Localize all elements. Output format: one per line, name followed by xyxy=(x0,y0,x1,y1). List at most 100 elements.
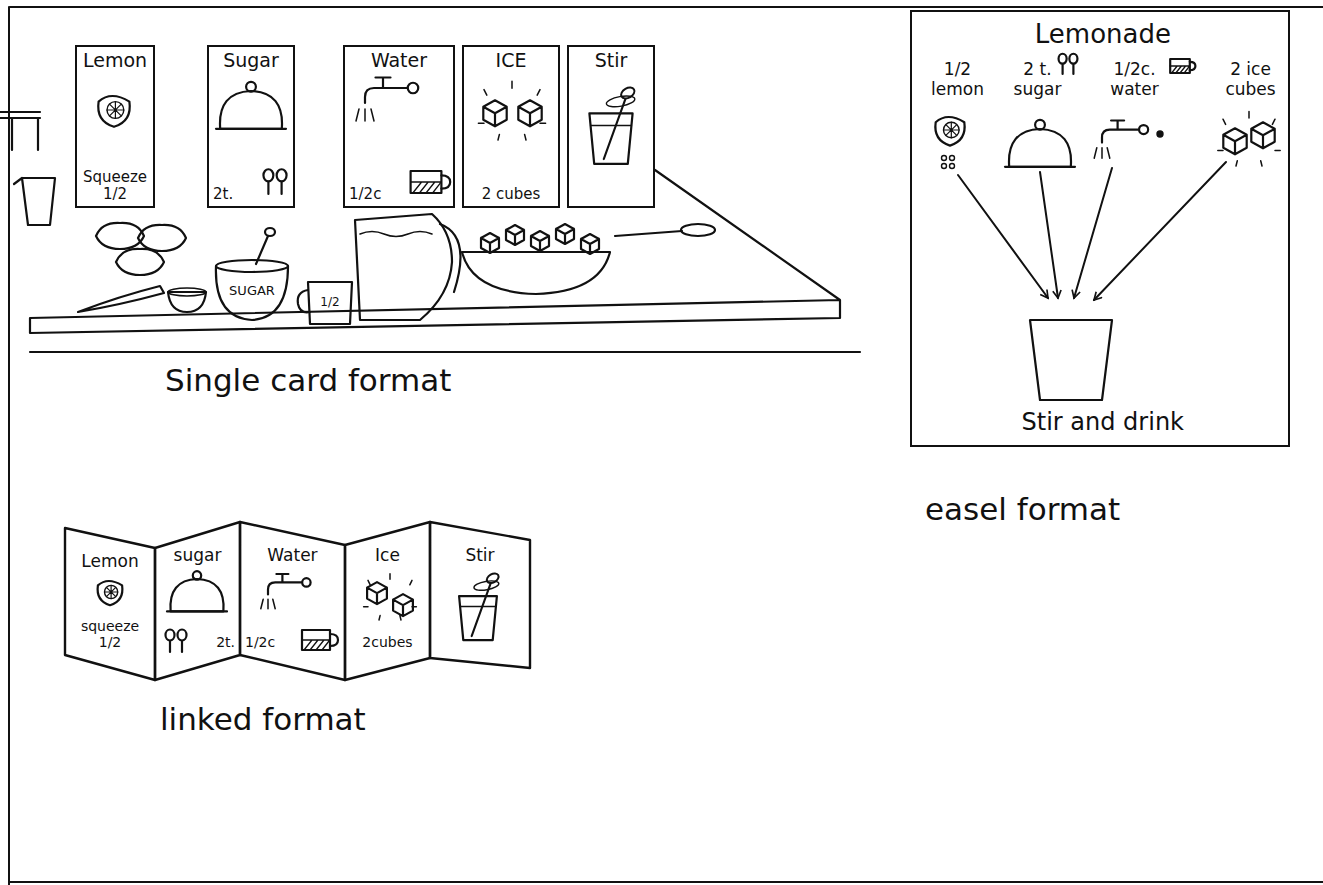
card-title: Lemonade xyxy=(1034,20,1172,50)
ingredient-arrow xyxy=(1040,172,1058,298)
cube-edges xyxy=(393,594,413,616)
drop xyxy=(942,156,947,161)
linked-panel: Lemonsqueeze 1/2 xyxy=(65,528,155,680)
ice-cube xyxy=(506,225,524,245)
faucet-knob xyxy=(302,578,310,586)
spoon-handle xyxy=(472,584,491,637)
lemon-icon xyxy=(935,117,964,146)
drop xyxy=(950,156,955,161)
card-note: 2cubes xyxy=(362,634,412,650)
sparkle-lines xyxy=(364,574,417,620)
sparkles xyxy=(1218,111,1280,166)
spoon-bowl xyxy=(178,630,187,641)
card-title: Stir xyxy=(595,50,628,72)
spoon-handles xyxy=(268,182,281,194)
ice-cube xyxy=(581,234,599,254)
sugar-pot-icon xyxy=(167,571,227,611)
lemon-icon xyxy=(98,96,130,127)
liquid-line xyxy=(591,125,632,127)
measuring-cup-icon xyxy=(1170,59,1195,73)
spoon-bowl xyxy=(1059,54,1067,64)
easel-arrows xyxy=(958,162,1226,300)
cup-hatch xyxy=(411,182,442,193)
water-stream xyxy=(1094,148,1110,158)
lemon-segments xyxy=(944,122,960,138)
pitcher-water xyxy=(360,232,432,237)
format-caption: linked format xyxy=(160,702,366,738)
sugar-bowl xyxy=(216,266,288,320)
spoon-bowl xyxy=(263,169,273,181)
linked-panel: Water 1/2c xyxy=(240,522,345,680)
card-note: Stir and drink xyxy=(1021,409,1185,437)
small-bowl-rim xyxy=(168,288,206,296)
ice-cube-icon xyxy=(483,100,506,126)
drop xyxy=(950,164,955,169)
ice-bowl xyxy=(462,252,610,294)
card-title: Sugar xyxy=(223,50,279,72)
frame-line xyxy=(9,7,1323,885)
spoons-icon xyxy=(1059,54,1078,74)
lemon-flesh xyxy=(944,122,960,138)
card-title: Stir xyxy=(465,546,494,566)
measuring-cup-icon xyxy=(411,171,451,193)
lemon xyxy=(138,225,186,251)
ice-cube xyxy=(556,224,574,244)
spoons-icon xyxy=(166,630,187,653)
recipe-card: Water 1/2c xyxy=(343,45,455,208)
ice-cube-icon xyxy=(518,100,541,126)
cup-body xyxy=(411,171,442,193)
spoon-bowl xyxy=(166,630,175,641)
easel-card: Lemonade1/2 lemon2 t. sugar1/2c. water2 … xyxy=(910,10,1290,447)
panel-border xyxy=(155,522,240,680)
card-title: Water xyxy=(267,546,317,566)
lemon-segments xyxy=(105,585,118,598)
card-note: squeeze 1/2 xyxy=(70,618,150,650)
faucet-knob xyxy=(408,83,419,94)
jar xyxy=(14,178,55,225)
faucet-knob xyxy=(1139,125,1148,134)
card-note: 2t. xyxy=(213,186,233,203)
cup-hatch xyxy=(1170,66,1190,73)
drop xyxy=(942,164,947,169)
lemon xyxy=(116,249,164,275)
ice-cube-icon xyxy=(1223,128,1246,154)
ingredient-arrow xyxy=(958,175,1048,298)
pot-dome xyxy=(170,579,223,611)
juice-drops xyxy=(942,156,955,169)
water-drop xyxy=(1157,131,1163,137)
card-title: Water xyxy=(371,50,427,72)
panel-border xyxy=(345,522,430,680)
lemon-rind xyxy=(98,581,123,605)
spoon-handles xyxy=(170,641,182,652)
format-caption: Single card format xyxy=(165,363,451,399)
card-note: 1/2 lemon xyxy=(926,60,989,99)
pot-knob xyxy=(1035,120,1045,130)
faucet-icon xyxy=(1094,121,1148,159)
spoon-handle xyxy=(615,231,682,236)
ingredient-arrow xyxy=(1074,168,1112,298)
spoon-bowl xyxy=(1069,54,1077,64)
sugar-pot-icon xyxy=(216,82,286,129)
cube-edges xyxy=(518,100,541,126)
ingredient-arrow xyxy=(1094,162,1226,300)
panel-border xyxy=(430,522,530,668)
counter-scene xyxy=(0,112,860,352)
card-title: sugar xyxy=(174,546,222,566)
card-note: 2 cubes xyxy=(482,186,541,203)
faucet-pipe xyxy=(1102,121,1138,143)
faucet-icon xyxy=(356,78,418,122)
ice-cube-icon xyxy=(1251,122,1274,148)
sparkles xyxy=(478,81,545,140)
measuring-cup xyxy=(308,282,352,324)
linked-panel: Ice 2cubes xyxy=(345,522,430,680)
lemon-flesh xyxy=(105,585,118,598)
card-title: Ice xyxy=(375,546,400,566)
card-note: 1/2c xyxy=(349,186,381,203)
pot-dome xyxy=(1009,129,1071,167)
cup-handle xyxy=(1190,62,1196,70)
card-note: 1/2c xyxy=(245,634,275,650)
recipe-card: ICE2 cubes xyxy=(462,45,560,208)
pitcher-handle xyxy=(440,224,460,292)
